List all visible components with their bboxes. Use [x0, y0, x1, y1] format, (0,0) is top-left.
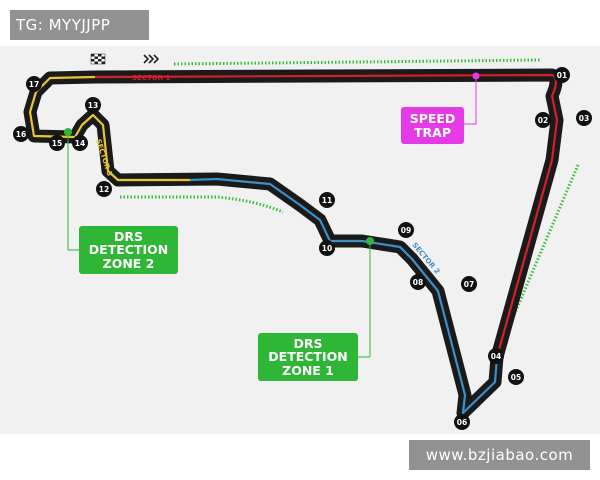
turn-markers: 01 02 03 04 05 06 07 08 09 10 11 12 13 1…	[13, 67, 592, 430]
drs2-dot	[64, 128, 72, 136]
svg-text:06: 06	[457, 418, 467, 427]
turn-04: 04	[488, 348, 504, 364]
turn-11: 11	[319, 192, 335, 208]
sector-1-label: SECTOR 1	[132, 74, 171, 82]
svg-text:16: 16	[16, 130, 26, 139]
turn-07: 07	[461, 276, 477, 292]
svg-text:10: 10	[322, 244, 332, 253]
turn-09: 09	[398, 222, 414, 238]
turn-13: 13	[85, 97, 101, 113]
turn-01: 01	[554, 67, 570, 83]
drs-zone-mid	[120, 195, 284, 214]
turn-08: 08	[410, 274, 426, 290]
chevron-right-icon	[143, 54, 160, 64]
turn-17: 17	[26, 76, 42, 92]
turn-16: 16	[13, 126, 29, 142]
speed-trap-label: SPEED TRAP	[401, 107, 464, 144]
turn-02: 02	[535, 112, 551, 128]
drs-zone-2-label: DRS DETECTION ZONE 2	[79, 226, 178, 274]
sector-2-line	[189, 177, 499, 415]
drs-zone-1-label: DRS DETECTION ZONE 1	[258, 333, 358, 381]
svg-text:05: 05	[511, 373, 521, 382]
svg-text:02: 02	[538, 116, 548, 125]
svg-text:11: 11	[322, 196, 332, 205]
drs1-dot	[366, 237, 374, 245]
turn-05: 05	[508, 369, 524, 385]
turn-12: 12	[96, 181, 112, 197]
svg-text:15: 15	[52, 139, 62, 148]
turn-10: 10	[319, 240, 335, 256]
drs-zone-main-straight	[173, 58, 541, 66]
svg-text:03: 03	[579, 114, 589, 123]
svg-text:09: 09	[401, 226, 411, 235]
svg-text:08: 08	[413, 278, 423, 287]
svg-text:13: 13	[88, 101, 98, 110]
sector-1-line	[94, 73, 559, 358]
turn-03: 03	[576, 110, 592, 126]
chequered-flag-icon	[90, 53, 106, 65]
svg-text:01: 01	[557, 71, 567, 80]
svg-text:12: 12	[99, 185, 109, 194]
speed-trap-dot	[472, 72, 480, 80]
watermark-bottom-right: www.bzjiabao.com	[409, 440, 590, 470]
turn-06: 06	[454, 414, 470, 430]
turn-14: 14	[72, 135, 88, 151]
watermark-top-left: TG: MYYJJPP	[10, 10, 149, 40]
svg-text:07: 07	[464, 280, 474, 289]
svg-text:04: 04	[491, 352, 501, 361]
turn-15: 15	[49, 135, 65, 151]
svg-text:17: 17	[29, 80, 39, 89]
svg-text:14: 14	[75, 139, 85, 148]
